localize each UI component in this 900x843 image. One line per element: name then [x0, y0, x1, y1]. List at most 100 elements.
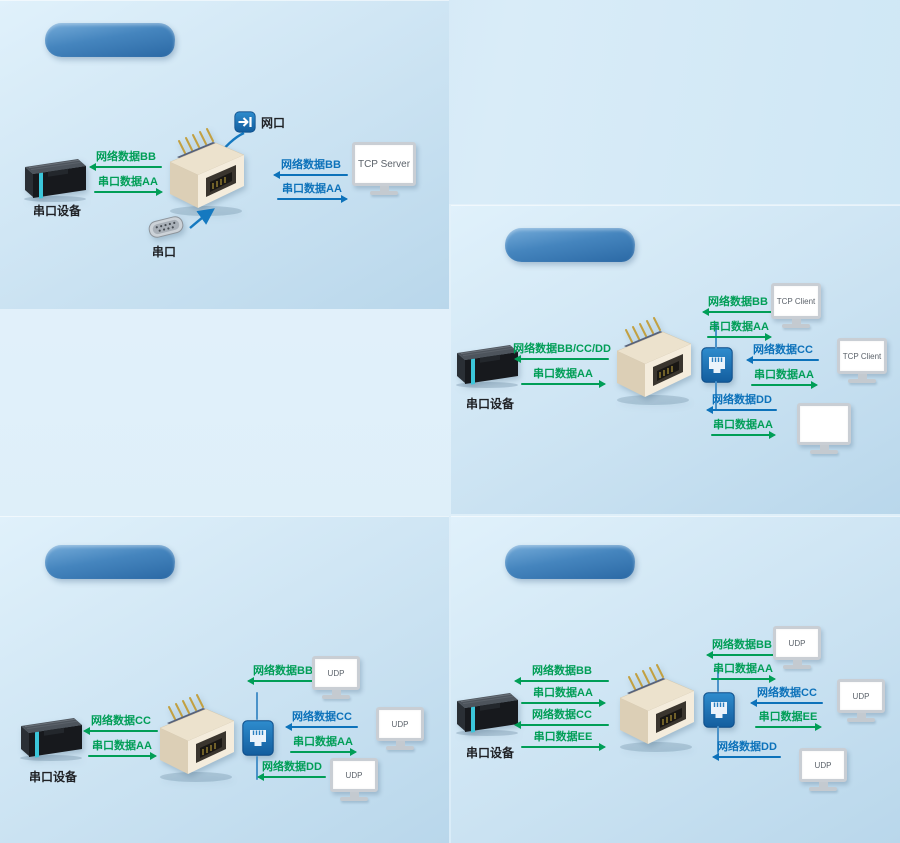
serial-pointer-arrow — [189, 208, 215, 229]
arrow-left-icon — [285, 722, 358, 731]
arrow-left-icon — [247, 676, 318, 685]
arrow-right-icon — [88, 751, 157, 760]
arrow-left-icon — [257, 772, 326, 781]
flow-link: 网络数据CC — [746, 344, 819, 364]
flow-label: 串口数据AA — [533, 368, 593, 380]
flow-label: 网络数据BB — [96, 151, 156, 163]
monitor-base — [783, 665, 811, 669]
serial-device-label: 串口设备 — [465, 397, 514, 411]
endpoint-monitor: UDP — [376, 707, 424, 750]
connector-line — [256, 756, 258, 780]
flow-label: 串口数据AA — [713, 419, 773, 431]
panel-tcp-client-mode: 串口设备 网络数据BB/CC/DD 串口数据AA 网络数据BB 串口数据AA T… — [451, 205, 900, 514]
mode-banner — [503, 545, 637, 579]
monitor-stand — [331, 690, 341, 695]
monitor-screen: TCP Client — [837, 338, 887, 374]
arrow-right-icon — [290, 747, 357, 756]
arrow-right-icon — [521, 742, 606, 751]
monitor-label: UDP — [814, 760, 832, 770]
serial-port-icon — [144, 212, 188, 242]
flow-label: 网络数据BB/CC/DD — [513, 343, 611, 355]
endpoint-monitor: TCP Server — [352, 142, 416, 195]
monitor-stand — [818, 782, 828, 787]
flow-link: 网络数据CC — [83, 715, 158, 735]
monitor-base — [809, 787, 837, 791]
endpoint-monitor: UDP — [799, 748, 847, 791]
monitor-base — [782, 324, 810, 328]
monitor-label: UDP — [391, 719, 409, 729]
converter-module — [156, 126, 256, 218]
monitor-label: TCP Server — [357, 158, 411, 170]
serial-device — [22, 156, 88, 202]
arrow-right-icon — [711, 674, 776, 683]
monitor-base — [848, 379, 876, 383]
panel-udp-mode-2: 串口设备 网络数据BB 串口数据AA 网络数据CC 串口数据EE 网络数据BB … — [451, 516, 900, 843]
monitor-stand — [379, 186, 389, 191]
serial-device — [454, 690, 520, 736]
arrow-right-icon — [711, 430, 776, 439]
flow-label: 网络数据CC — [292, 711, 352, 723]
flow-link: 串口数据AA — [521, 368, 606, 388]
converter-module — [146, 692, 246, 784]
endpoint-monitor: UDP — [312, 656, 360, 699]
mode-banner — [503, 228, 637, 262]
arrow-left-icon — [514, 354, 609, 363]
monitor-screen: UDP — [799, 748, 847, 782]
serial-device-label: 串口设备 — [28, 770, 77, 784]
monitor-screen: UDP — [330, 758, 378, 792]
panel-udp-mode-1: 串口设备 网络数据CC 串口数据AA 网络数据BB UDP 网络数据CC — [0, 516, 449, 843]
monitor-screen: UDP — [376, 707, 424, 741]
flow-label: 串口数据AA — [754, 369, 814, 381]
flow-label: 网络数据DD — [262, 761, 322, 773]
serial-device-label: 串口设备 — [32, 204, 81, 218]
flow-link: 串口数据AA — [751, 369, 818, 389]
flow-link: 网络数据BB/CC/DD — [513, 343, 611, 363]
flow-link: 串口数据EE — [755, 711, 822, 731]
connector-line — [717, 668, 719, 692]
flow-link: 串口数据AA — [88, 740, 157, 760]
flow-label: 网络数据BB — [253, 665, 313, 677]
endpoint-monitor: TCP Client — [771, 283, 821, 328]
connector-line — [717, 726, 719, 754]
flow-label: 网络数据BB — [712, 639, 772, 651]
arrow-left-icon — [702, 307, 773, 316]
monitor-screen: TCP Client — [771, 283, 821, 319]
endpoint-monitor: UDP — [837, 679, 885, 722]
monitor-screen: UDP — [773, 626, 821, 660]
flow-label: 网络数据CC — [532, 709, 592, 721]
mode-banner — [43, 23, 177, 57]
flow-label: 串口数据EE — [758, 711, 818, 723]
arrow-left-icon — [89, 162, 162, 171]
arrow-right-icon — [751, 380, 818, 389]
arrow-right-icon — [94, 187, 163, 196]
arrow-left-icon — [712, 752, 781, 761]
mode-banner — [43, 545, 177, 579]
arrow-left-icon — [514, 676, 609, 685]
flow-label: 串口数据AA — [92, 740, 152, 752]
arrow-left-icon — [273, 170, 348, 179]
flow-link: 串口数据AA — [277, 183, 348, 203]
flow-link: 网络数据BB — [247, 665, 318, 685]
ethernet-jack-icon — [242, 720, 274, 756]
arrow-left-icon — [514, 720, 609, 729]
arrow-right-icon — [521, 698, 606, 707]
flow-label: 串口数据AA — [709, 321, 769, 333]
monitor-label: UDP — [852, 691, 870, 701]
monitor-base — [370, 191, 398, 195]
flow-label: 串口数据AA — [282, 183, 342, 195]
flow-label: 网络数据BB — [532, 665, 592, 677]
monitor-stand — [395, 741, 405, 746]
monitor-screen: UDP — [837, 679, 885, 713]
connector-line — [715, 381, 717, 411]
flow-link: 网络数据DD — [712, 741, 781, 761]
arrow-right-icon — [707, 332, 772, 341]
flow-label: 网络数据CC — [91, 715, 151, 727]
monitor-base — [322, 695, 350, 699]
flow-label: 网络数据DD — [712, 394, 772, 406]
flow-label: 网络数据BB — [708, 296, 768, 308]
ethernet-jack-icon — [701, 347, 733, 383]
flow-link: 串口数据AA — [521, 687, 606, 707]
flow-link: 串口数据AA — [707, 321, 772, 341]
monitor-base — [810, 450, 838, 454]
